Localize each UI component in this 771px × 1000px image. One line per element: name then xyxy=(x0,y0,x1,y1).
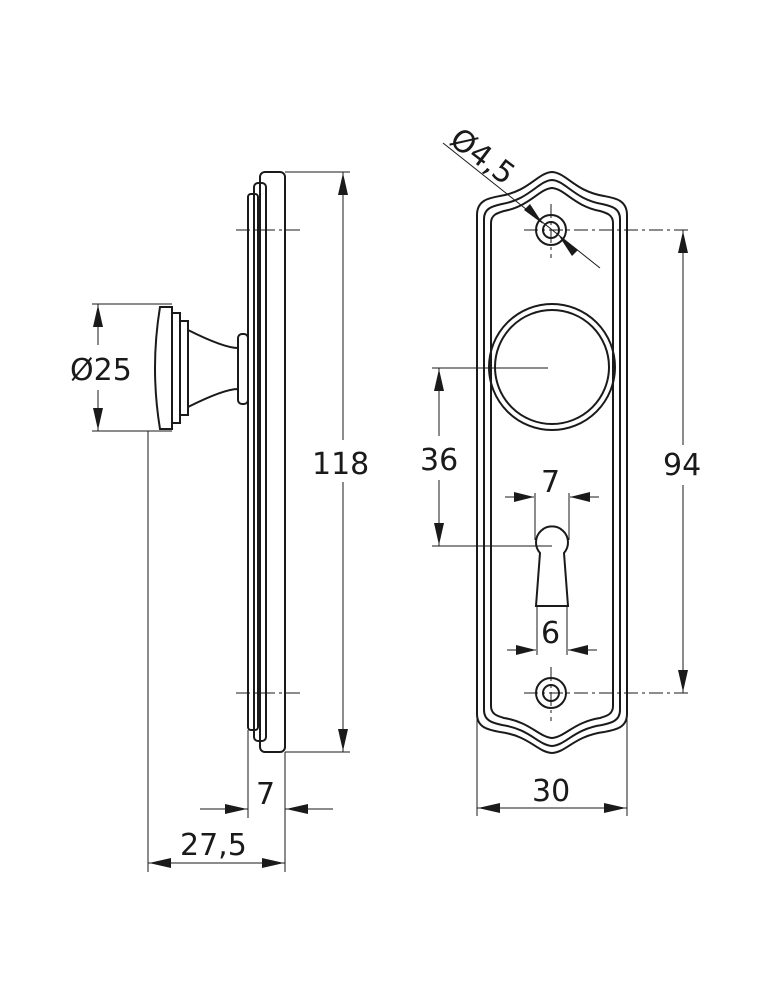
plate-height-label: 118 xyxy=(312,447,369,482)
total-projection-dimension: 27,5 xyxy=(147,431,285,872)
knob-diameter-dimension: Ø25 xyxy=(70,303,172,432)
keyhole-slot-width-label: 6 xyxy=(541,616,560,651)
hole-diameter-label: Ø4,5 xyxy=(443,121,521,192)
keyhole-width-dimension: 7 xyxy=(505,465,599,540)
keyhole-slot-width-dimension: 6 xyxy=(507,606,597,655)
plate-thickness-label: 7 xyxy=(256,777,275,812)
knob-side xyxy=(154,306,249,430)
knob-diameter-label: Ø25 xyxy=(70,353,132,388)
plate-middle-layer xyxy=(253,182,267,742)
plate-outline-middle xyxy=(483,178,621,748)
plate-outer-layer xyxy=(259,171,286,753)
plate-outline-inner xyxy=(490,186,614,740)
total-projection-label: 27,5 xyxy=(180,828,247,863)
knob-to-keyhole-label: 36 xyxy=(420,443,458,478)
hole-spacing-dimension: 94 xyxy=(663,230,701,693)
plate-inner-layer xyxy=(247,193,259,731)
knob-to-keyhole-dimension: 36 xyxy=(420,367,552,547)
front-view: Ø4,5 36 94 7 xyxy=(420,121,701,816)
keyhole-width-label: 7 xyxy=(541,465,560,500)
keyhole xyxy=(534,525,570,607)
screw-hole-top xyxy=(524,204,688,258)
screw-hole-bottom xyxy=(524,667,688,721)
plate-height-dimension: 118 xyxy=(285,171,369,753)
knob-front xyxy=(488,303,616,431)
plate-outline-outer xyxy=(476,170,628,755)
hole-spacing-label: 94 xyxy=(663,448,701,483)
side-view: Ø25 118 7 27,5 xyxy=(70,171,369,872)
plate-width-dimension: 30 xyxy=(476,714,628,816)
plate-thickness-dimension: 7 xyxy=(200,730,333,872)
plate-width-label: 30 xyxy=(532,774,570,809)
